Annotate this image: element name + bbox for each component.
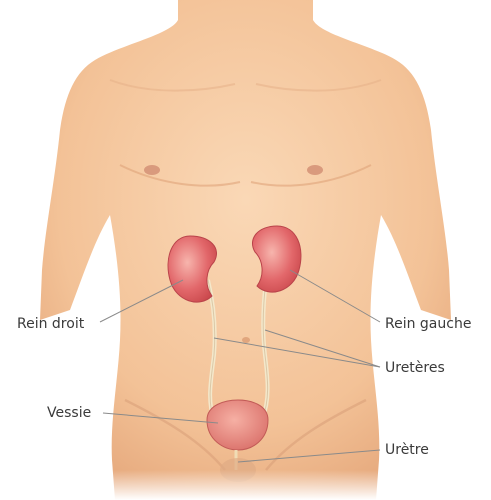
left-nipple: [307, 165, 323, 175]
navel: [242, 337, 250, 343]
bottom-fade: [0, 470, 491, 500]
label-right-kidney: Rein droit: [17, 316, 84, 332]
right-nipple: [144, 165, 160, 175]
label-ureters: Uretères: [385, 360, 445, 376]
label-bladder: Vessie: [47, 405, 91, 421]
label-urethra: Urètre: [385, 442, 429, 458]
label-left-kidney: Rein gauche: [385, 316, 471, 332]
